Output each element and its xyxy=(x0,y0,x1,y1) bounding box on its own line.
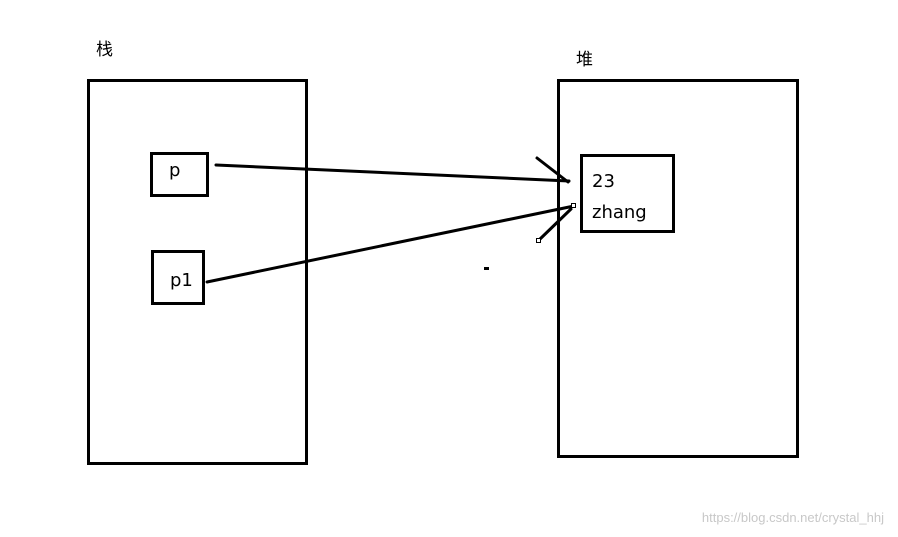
selection-handle-end xyxy=(571,203,576,208)
stack-var-p: p xyxy=(150,152,209,197)
heap-field-age: 23 xyxy=(592,171,615,192)
arrowhead-top xyxy=(535,156,570,184)
heap-field-name: zhang xyxy=(592,202,647,223)
reference-line-p xyxy=(214,163,571,183)
stack-title: 栈 xyxy=(96,40,113,60)
stray-mark xyxy=(484,267,489,270)
selection-handle-start xyxy=(536,238,541,243)
arrowhead-bottom xyxy=(537,207,573,242)
heap-region xyxy=(557,79,799,458)
stack-var-p1: p1 xyxy=(151,250,205,305)
heap-object: 23 zhang xyxy=(580,154,675,233)
heap-title: 堆 xyxy=(576,50,593,70)
watermark: https://blog.csdn.net/crystal_hhj xyxy=(701,510,884,525)
stack-var-p1-label: p1 xyxy=(170,270,193,291)
stack-var-p-label: p xyxy=(169,160,181,181)
reference-line-p1 xyxy=(205,204,576,284)
